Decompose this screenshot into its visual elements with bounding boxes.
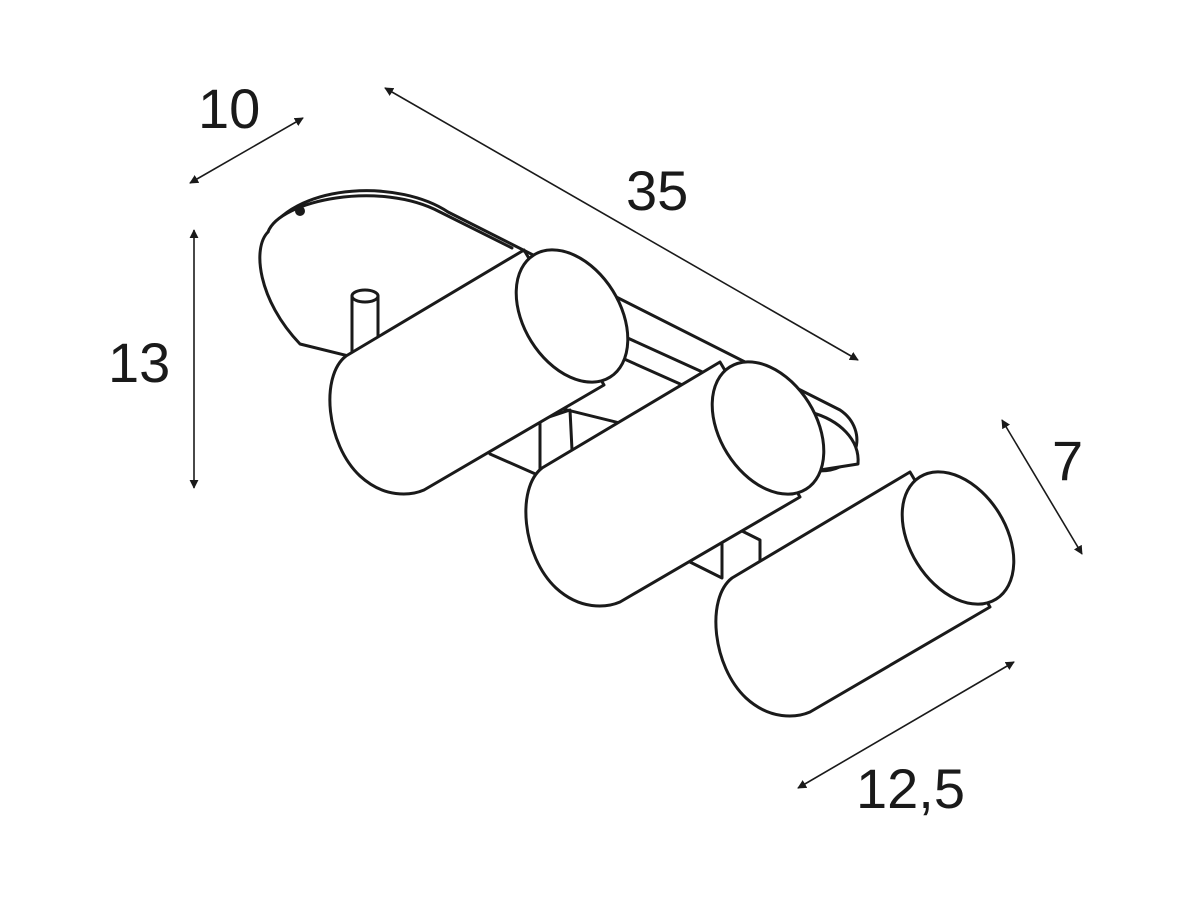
spot-diameter-label: 7 — [1052, 429, 1083, 492]
spot-head-3 — [714, 470, 1016, 718]
spot-length-label: 12,5 — [856, 757, 965, 820]
dimension-labels: 10 35 13 7 12,5 — [108, 77, 1083, 820]
spot-diameter-dimension-line — [1001, 419, 1083, 555]
depth-label: 10 — [198, 77, 260, 140]
length-label: 35 — [626, 159, 688, 222]
height-label: 13 — [108, 331, 170, 394]
spot-head-2 — [524, 360, 826, 608]
luminaire-drawing — [258, 189, 1016, 718]
dimension-lines — [189, 87, 1083, 789]
screw-hole — [295, 206, 305, 216]
length-dimension-line — [384, 87, 859, 361]
spot-length-dimension-line — [797, 661, 1015, 789]
depth-dimension-line — [189, 117, 304, 184]
